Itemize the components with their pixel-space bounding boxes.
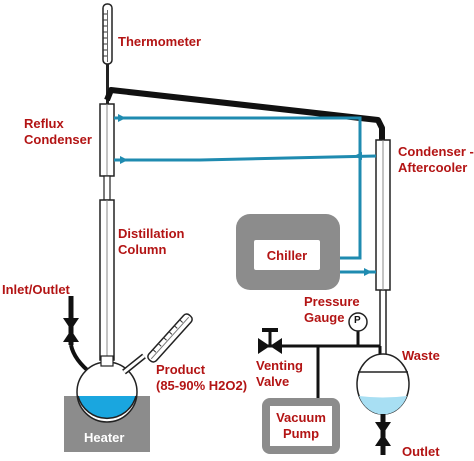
product-sidearm <box>122 313 193 375</box>
product-label-line2: (85-90% H2O2) <box>156 378 248 393</box>
thermometer-label: Thermometer <box>118 34 202 49</box>
condenser-aftercooler <box>375 139 391 354</box>
inlet-outlet-valve <box>63 296 94 376</box>
reflux-condenser-label-line1: Reflux <box>24 116 64 131</box>
inlet-outlet-label: Inlet/Outlet <box>2 282 70 297</box>
pressure-gauge-label-line1: Pressure <box>304 294 360 309</box>
condenser-aftercooler-label-line2: Aftercooler <box>398 160 468 175</box>
waste-label: Waste <box>402 348 440 363</box>
reflux-condenser-label-line2: Condenser <box>24 132 92 147</box>
vacuum-pump <box>262 398 340 454</box>
vapor-line <box>104 87 385 140</box>
condenser-aftercooler-label-line1: Condenser - <box>398 144 474 159</box>
outlet-label: Outlet <box>402 444 440 459</box>
heater-label: Heater <box>84 430 125 445</box>
cooling-lines <box>114 114 377 276</box>
product-label-line1: Product <box>156 362 206 377</box>
distillation-column <box>99 199 115 361</box>
venting-valve-label-line1: Venting <box>256 358 303 373</box>
distillation-column-label-line1: Distillation <box>118 226 185 241</box>
waste-vessel <box>356 353 410 455</box>
boiling-flask <box>76 355 138 423</box>
chiller <box>236 214 340 290</box>
pressure-gauge <box>348 312 368 332</box>
venting-valve <box>258 328 282 354</box>
chiller-label: Chiller <box>266 248 308 263</box>
reflux-condenser <box>99 103 115 201</box>
vacuum-pump-label-line2: Pump <box>282 426 320 441</box>
thermometer <box>102 3 113 104</box>
gauge-symbol: P <box>354 315 361 326</box>
pressure-gauge-label-line2: Gauge <box>304 310 345 325</box>
distillation-column-label-line2: Column <box>118 242 167 257</box>
vacuum-pump-label-line1: Vacuum <box>276 410 326 425</box>
venting-valve-label-line2: Valve <box>256 374 290 389</box>
